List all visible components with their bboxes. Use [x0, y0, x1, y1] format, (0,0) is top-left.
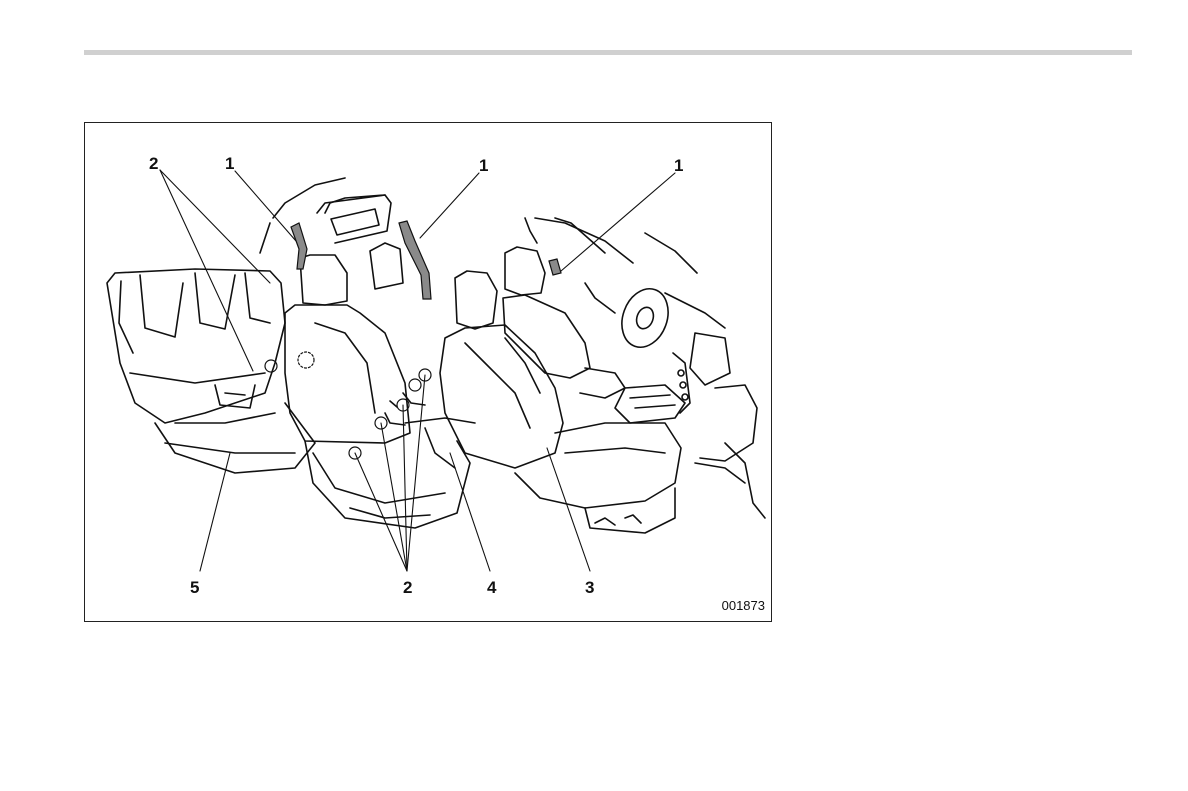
callout-3-front-seat: 3	[585, 579, 594, 596]
rear-seat-drawing	[107, 269, 315, 473]
callout-4-second-row-seat: 4	[487, 579, 496, 596]
seat-belt-webbing	[291, 221, 561, 299]
callout-2-rear: 2	[149, 155, 158, 172]
callout-1-second-row-belt: 1	[479, 157, 488, 174]
figure-code: 001873	[722, 598, 765, 613]
callout-1-front-belt: 1	[674, 157, 683, 174]
rear-pillars	[260, 178, 391, 253]
seat-belt-diagram: 2 1 1 1 5 2 4 3 001873	[84, 122, 772, 622]
header-rule	[84, 50, 1132, 55]
callout-1-rear-belt: 1	[225, 155, 234, 172]
front-seat-far-drawing	[503, 247, 625, 398]
buckle-markers	[265, 352, 431, 459]
callout-5-rear-seat: 5	[190, 579, 199, 596]
window-drawing	[325, 195, 605, 253]
vehicle-interior-illustration	[85, 123, 773, 623]
second-row-seat-drawing	[285, 243, 475, 528]
callout-2-buckles: 2	[403, 579, 412, 596]
buckle-drawing	[385, 393, 425, 425]
